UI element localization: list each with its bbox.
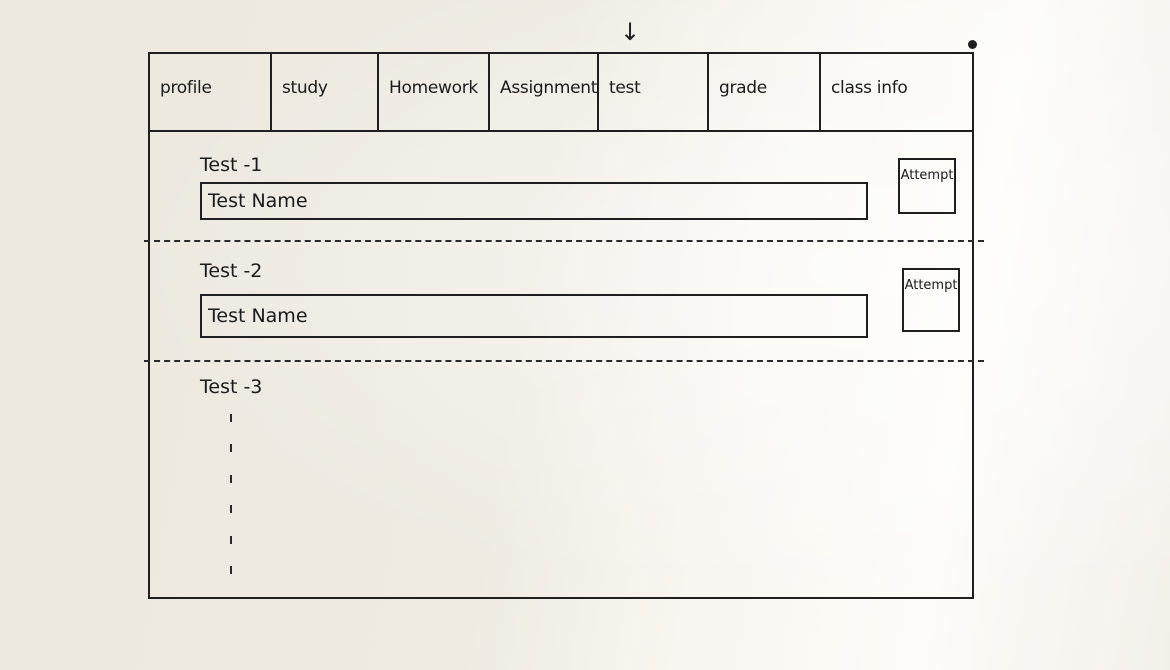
test-item: Test -2	[200, 260, 960, 338]
tab-label: test	[609, 78, 641, 98]
test-title: Test -1	[200, 154, 263, 176]
tab-grade[interactable]: grade	[709, 54, 821, 130]
test-item: Test -1	[200, 154, 960, 220]
test-name-field[interactable]	[200, 182, 868, 220]
test-item: Test -3	[200, 376, 960, 404]
section-divider	[144, 240, 984, 242]
tab-class-info[interactable]: class info	[821, 54, 972, 130]
tab-label: grade	[719, 78, 767, 98]
tab-study[interactable]: study	[272, 54, 379, 130]
tab-test[interactable]: test	[599, 54, 709, 130]
test-name-field[interactable]	[200, 294, 868, 338]
test-title: Test -2	[200, 260, 263, 282]
tab-profile[interactable]: profile	[150, 54, 272, 130]
attempt-button[interactable]: Attempt	[898, 158, 956, 214]
down-arrow-icon: ↓	[620, 18, 641, 46]
test-title: Test -3	[200, 376, 263, 398]
tab-label: profile	[160, 78, 212, 98]
corner-dot	[968, 40, 977, 49]
tab-homework[interactable]: Homework	[379, 54, 490, 130]
tab-label: study	[282, 78, 328, 98]
more-items-ellipsis	[228, 414, 234, 574]
tab-assignment[interactable]: Assignment	[490, 54, 599, 130]
tab-label: class info	[831, 78, 908, 98]
app-window: profile study Homework Assignment test g…	[144, 40, 984, 599]
top-nav: profile study Homework Assignment test g…	[150, 54, 972, 132]
section-divider	[144, 360, 984, 362]
tab-label: Homework	[389, 78, 478, 98]
attempt-button[interactable]: Attempt	[902, 268, 960, 332]
tab-label: Assignment	[500, 78, 598, 98]
